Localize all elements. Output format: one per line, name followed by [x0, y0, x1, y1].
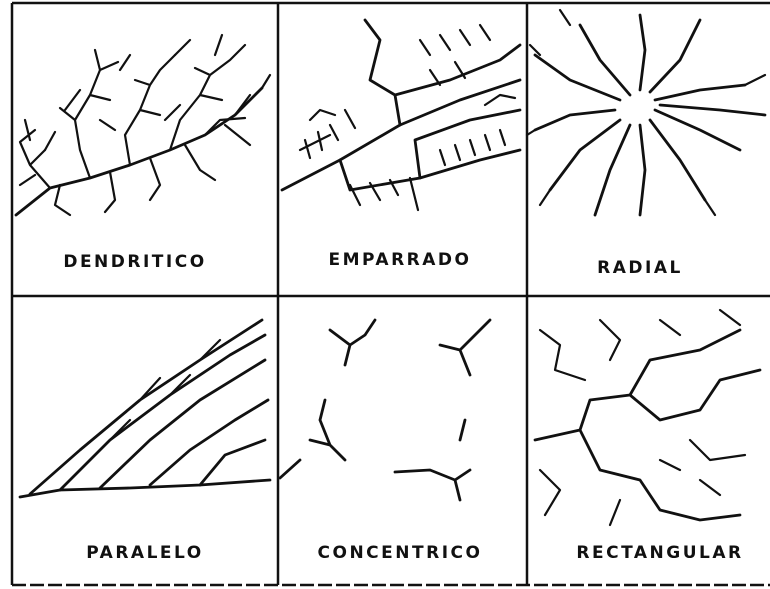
- grid-frame: [10, 1, 770, 587]
- radial-label: RADIAL: [597, 258, 683, 278]
- dendritic-pattern-drawing: [14, 33, 272, 217]
- dendritic-label: DENDRITICO: [63, 252, 207, 272]
- parallel-label: PARALELO: [86, 543, 204, 563]
- parallel-pattern-drawing: [18, 318, 272, 499]
- annular-pattern-drawing: [278, 318, 492, 502]
- trellis-label: EMPARRADO: [328, 250, 472, 270]
- radial-pattern-drawing: [525, 8, 767, 217]
- annular-label: CONCENTRICO: [317, 543, 483, 563]
- trellis-pattern-drawing: [280, 18, 522, 212]
- rectangular-label: RECTANGULAR: [576, 543, 744, 563]
- rectangular-pattern-drawing: [533, 308, 762, 527]
